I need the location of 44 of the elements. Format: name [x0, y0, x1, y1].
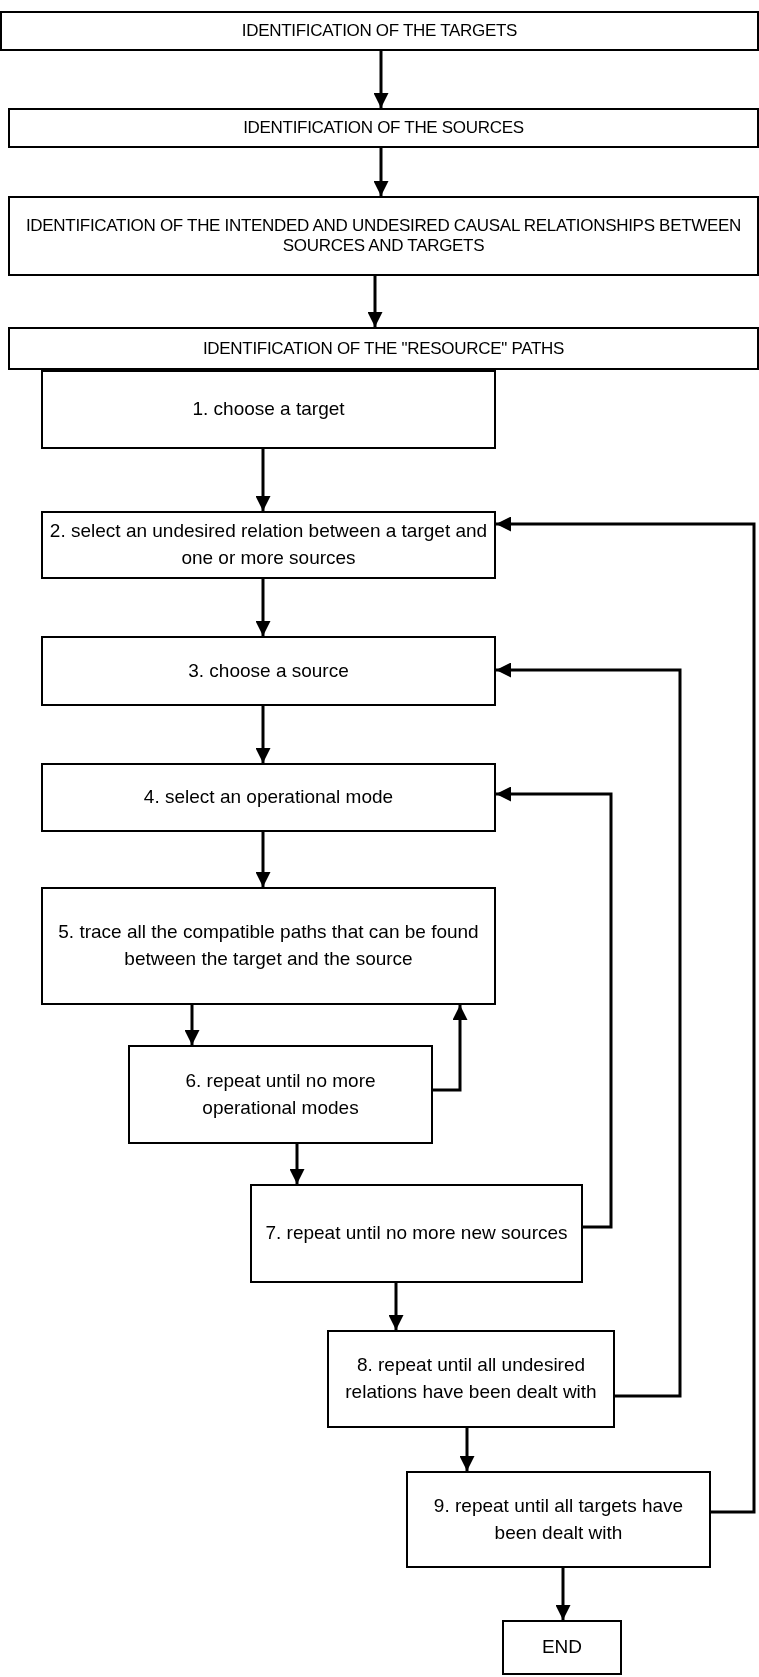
process-box: [502, 1620, 622, 1675]
arrow: [433, 1005, 468, 1092]
arrow: [388, 1283, 404, 1330]
process-box: [128, 1045, 433, 1144]
step-text: IDENTIFICATION OF THE TARGETS: [240, 21, 519, 41]
step-text: 3. choose a source: [187, 658, 350, 683]
step-text: IDENTIFICATION OF THE "RESOURCE" PATHS: [201, 338, 566, 359]
process-box: [8, 108, 759, 148]
arrow: [289, 1144, 305, 1184]
step-text: 2. select an undesired relation between a target and one or more sources: [48, 519, 489, 570]
arrow: [373, 148, 389, 196]
arrow: [255, 449, 271, 511]
process-box: [250, 1184, 583, 1283]
arrow: [496, 786, 613, 1229]
step-text: 9. repeat until all targets have been dealt with: [432, 1493, 685, 1545]
arrow: [184, 1005, 200, 1045]
arrow: [496, 516, 756, 1514]
step-text: IDENTIFICATION OF THE INTENDED AND UNDESIRED CAUSAL RELATIONSHIPS BETWEEN SOURCES AND TARGETS: [24, 216, 743, 256]
process-box: [327, 1330, 615, 1428]
arrow: [555, 1568, 571, 1620]
step-text: 8. repeat until all undesired relations have been dealt with: [344, 1353, 598, 1404]
process-box: [41, 636, 496, 706]
step-text: 6. repeat until no more operational modes: [184, 1068, 377, 1120]
arrow: [255, 706, 271, 763]
arrow: [255, 832, 271, 887]
step-text: 4. select an operational mode: [142, 785, 395, 810]
step-text: 1. choose a target: [191, 397, 346, 422]
process-box: [8, 327, 759, 370]
process-box: [406, 1471, 711, 1568]
process-box: [41, 511, 496, 579]
step-text: IDENTIFICATION OF THE SOURCES: [242, 118, 525, 138]
arrow: [496, 662, 682, 1398]
process-box: [41, 887, 496, 1005]
step-text: 5. trace all the compatible paths that can be found between the target and the source: [57, 920, 480, 971]
arrow: [367, 276, 383, 327]
process-box: [8, 196, 759, 276]
arrow: [459, 1428, 475, 1471]
step-text: 7. repeat until no more new sources: [264, 1221, 569, 1246]
step-text: END: [540, 1635, 584, 1660]
arrow: [255, 579, 271, 636]
process-box: [41, 370, 496, 449]
arrow: [373, 51, 389, 108]
process-box: [41, 763, 496, 832]
process-box: [0, 11, 759, 51]
